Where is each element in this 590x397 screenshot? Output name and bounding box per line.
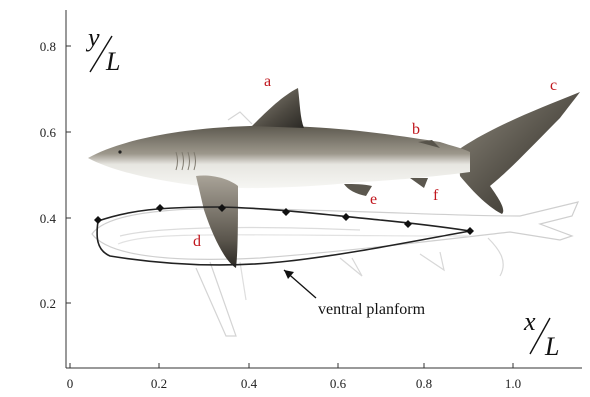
planform-point xyxy=(342,213,350,221)
y-tick-label: 0.2 xyxy=(40,296,56,311)
y-tick-label: 0.8 xyxy=(40,39,56,54)
shark-illustration xyxy=(88,88,580,268)
x-tick-label: 1.0 xyxy=(505,376,521,391)
y-axis-numerator: y xyxy=(85,23,100,52)
x-axis-denominator: L xyxy=(544,332,559,361)
x-tick-label: 0.8 xyxy=(416,376,432,391)
x-tick-label: 0.2 xyxy=(151,376,167,391)
x-tick-label: 0.6 xyxy=(330,376,347,391)
fin-label-f: f xyxy=(433,187,439,204)
ventral-planform-callout: ventral planform xyxy=(284,270,426,318)
x-tick-label: 0 xyxy=(67,376,74,391)
fin-label-e: e xyxy=(370,191,377,208)
planform-point xyxy=(466,227,474,235)
y-axis-label: y L xyxy=(85,23,120,76)
ventral-planform-label: ventral planform xyxy=(318,301,426,318)
x-tick-label: 0.4 xyxy=(241,376,258,391)
x-axis-label: x L xyxy=(523,307,559,361)
fin-label-c: c xyxy=(550,77,557,94)
y-tick-label: 0.6 xyxy=(40,125,57,140)
y-tick-labels: 0.8 0.6 0.4 0.2 xyxy=(40,39,57,311)
planform-point xyxy=(94,216,102,224)
y-axis-denominator: L xyxy=(105,47,120,76)
fin-label-a: a xyxy=(264,73,271,90)
x-tick-labels: 0 0.2 0.4 0.6 0.8 1.0 xyxy=(67,376,521,391)
fin-label-d: d xyxy=(193,233,201,250)
x-axis-numerator: x xyxy=(523,307,536,336)
planform-point xyxy=(404,220,412,228)
fin-label-b: b xyxy=(412,121,420,138)
y-tick-label: 0.4 xyxy=(40,211,57,226)
